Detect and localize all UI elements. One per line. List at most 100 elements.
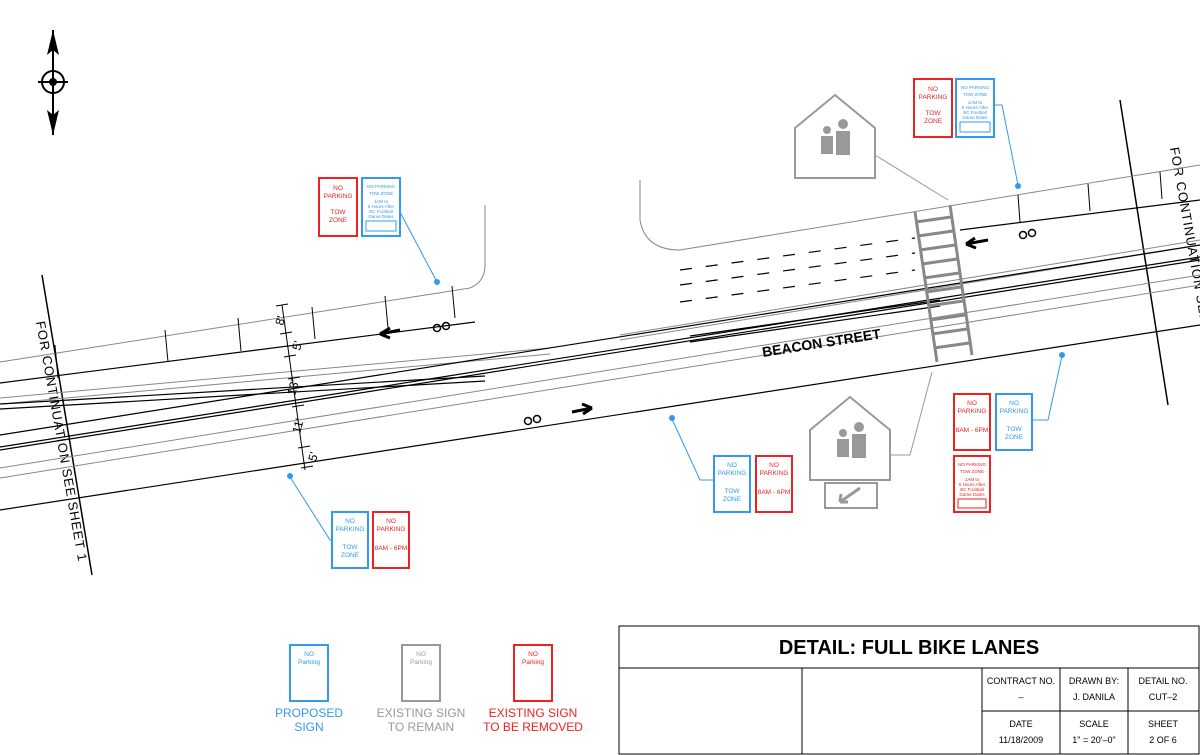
svg-text:TOW ZONE: TOW ZONE — [960, 469, 984, 474]
continuation-left: FOR CONTINUATION SEE SHEET 1 — [33, 320, 90, 563]
legend-proposed: NO Parking PROPOSED SIGN — [275, 644, 343, 734]
svg-text:NO: NO — [345, 518, 355, 525]
scale-value: 1" = 20'–0" — [1072, 735, 1115, 745]
svg-text:EXISTING SIGN: EXISTING SIGN — [377, 706, 466, 720]
svg-text:1AM to: 1AM to — [374, 199, 389, 204]
svg-text:5 Hours After: 5 Hours After — [962, 105, 989, 110]
svg-text:5 Hours After: 5 Hours After — [959, 482, 986, 487]
svg-text:PARKING: PARKING — [718, 470, 747, 477]
svg-text:NO: NO — [333, 185, 343, 192]
svg-text:ZONE: ZONE — [329, 217, 348, 224]
svg-text:BC Football: BC Football — [960, 487, 984, 492]
svg-text:TOW: TOW — [925, 110, 941, 117]
date-value: 11/18/2009 — [999, 735, 1043, 745]
svg-text:EXISTING SIGN: EXISTING SIGN — [489, 706, 578, 720]
sign-group-southwest: NO PARKING TOW ZONE NO PARKING 8AM - 6PM — [287, 473, 410, 569]
title-block — [618, 625, 1200, 755]
contract-value: – — [1018, 692, 1023, 702]
legend-remain: NO Parking EXISTING SIGN TO REMAIN — [377, 644, 466, 734]
svg-text:NO: NO — [967, 400, 977, 407]
legend-removed: NO Parking EXISTING SIGN TO BE REMOVED — [483, 644, 583, 734]
svg-text:NO PARKING: NO PARKING — [961, 85, 989, 90]
svg-text:PROPOSED: PROPOSED — [275, 706, 343, 720]
svg-text:Game Dates: Game Dates — [368, 214, 394, 219]
drawn-by-label: DRAWN BY: — [1069, 676, 1119, 686]
drawing-title: DETAIL: FULL BIKE LANES — [779, 637, 1039, 659]
svg-text:ZONE: ZONE — [924, 118, 943, 125]
svg-text:PARKING: PARKING — [760, 470, 789, 477]
sheet-label: SHEET — [1148, 719, 1179, 729]
school-crossing-sign-south — [809, 371, 933, 509]
continuation-right: FOR CONTINUATION SEE SHEET 3 — [1167, 146, 1200, 389]
svg-text:TOW: TOW — [342, 544, 358, 551]
svg-text:8AM - 6PM: 8AM - 6PM — [375, 545, 408, 552]
svg-text:NO: NO — [528, 651, 538, 658]
svg-text:1AM to: 1AM to — [968, 100, 983, 105]
date-label: DATE — [1009, 719, 1032, 729]
svg-text:NO: NO — [304, 651, 314, 658]
dimension-line — [275, 303, 314, 471]
detail-value: CUT–2 — [1149, 692, 1178, 702]
svg-text:PARKING: PARKING — [324, 193, 353, 200]
crosswalk — [913, 204, 974, 363]
bike-lane-symbol-west — [379, 321, 451, 340]
svg-text:SIGN: SIGN — [294, 720, 323, 734]
bike-lane-symbol-west-2 — [965, 228, 1037, 250]
svg-text:NO: NO — [1009, 400, 1019, 407]
svg-text:NO PARKING: NO PARKING — [367, 184, 395, 189]
sign-group-northeast: NO PARKING TOW ZONE NO PARKING TOW ZONE … — [913, 78, 1021, 189]
svg-text:NO: NO — [727, 462, 737, 469]
svg-text:8AM - 6PM: 8AM - 6PM — [956, 427, 989, 434]
svg-text:TOW: TOW — [330, 209, 346, 216]
svg-text:TOW: TOW — [1006, 426, 1022, 433]
match-line-right — [1119, 99, 1169, 406]
svg-text:PARKING: PARKING — [336, 526, 365, 533]
detail-label: DETAIL NO. — [1138, 676, 1187, 686]
svg-text:Parking: Parking — [522, 659, 544, 666]
dim-label: 13' — [284, 378, 302, 397]
svg-text:PARKING: PARKING — [1000, 408, 1029, 415]
dim-label: 11' — [289, 417, 306, 435]
svg-text:TOW ZONE: TOW ZONE — [369, 191, 393, 196]
svg-text:PARKING: PARKING — [377, 526, 406, 533]
svg-text:1AM to: 1AM to — [965, 477, 980, 482]
svg-text:TOW: TOW — [724, 488, 740, 495]
svg-text:NO: NO — [416, 651, 426, 658]
svg-text:NO: NO — [928, 86, 938, 93]
svg-text:BC Football: BC Football — [963, 110, 987, 115]
svg-text:TO BE REMOVED: TO BE REMOVED — [483, 720, 583, 734]
sheet-value: 2 OF 6 — [1149, 735, 1177, 745]
lane-lines — [0, 199, 1200, 511]
parking-ticks — [54, 171, 1163, 379]
svg-text:8AM - 6PM: 8AM - 6PM — [758, 489, 791, 496]
svg-text:NO PARKING: NO PARKING — [958, 462, 986, 467]
match-line-left — [41, 274, 93, 576]
svg-text:PARKING: PARKING — [919, 94, 948, 101]
sign-group-south-center: NO PARKING TOW ZONE NO PARKING 8AM - 6PM — [669, 415, 793, 513]
drawn-by-value: J. DANILA — [1073, 692, 1115, 702]
svg-text:Game Dates: Game Dates — [959, 492, 985, 497]
svg-text:PARKING: PARKING — [958, 408, 987, 415]
legend: NO Parking PROPOSED SIGN NO Parking EXIS… — [275, 644, 583, 734]
scale-label: SCALE — [1079, 719, 1109, 729]
dim-label: 8' — [272, 314, 288, 326]
sign-group-southeast: NO PARKING 8AM - 6PM NO PARKING TOW ZONE… — [953, 352, 1065, 513]
svg-text:Parking: Parking — [298, 659, 320, 666]
svg-text:ZONE: ZONE — [723, 496, 742, 503]
bike-lane-symbol-east — [523, 402, 593, 426]
svg-text:TOW ZONE: TOW ZONE — [963, 92, 987, 97]
school-crossing-sign-north — [794, 93, 949, 201]
svg-text:NO: NO — [769, 462, 779, 469]
north-arrow-icon — [38, 30, 68, 135]
dim-label: 5' — [289, 339, 305, 351]
sign-group-northwest: NO PARKING TOW ZONE NO PARKING TOW ZONE … — [318, 177, 440, 285]
svg-text:5 Hours After: 5 Hours After — [368, 204, 395, 209]
dim-label: 5' — [305, 450, 321, 462]
street-name: BEACON STREET — [761, 325, 882, 360]
svg-text:TO REMAIN: TO REMAIN — [388, 720, 454, 734]
svg-text:ZONE: ZONE — [341, 552, 360, 559]
svg-text:Game Dates: Game Dates — [962, 115, 988, 120]
svg-text:NO: NO — [386, 518, 396, 525]
svg-text:Parking: Parking — [410, 659, 432, 666]
